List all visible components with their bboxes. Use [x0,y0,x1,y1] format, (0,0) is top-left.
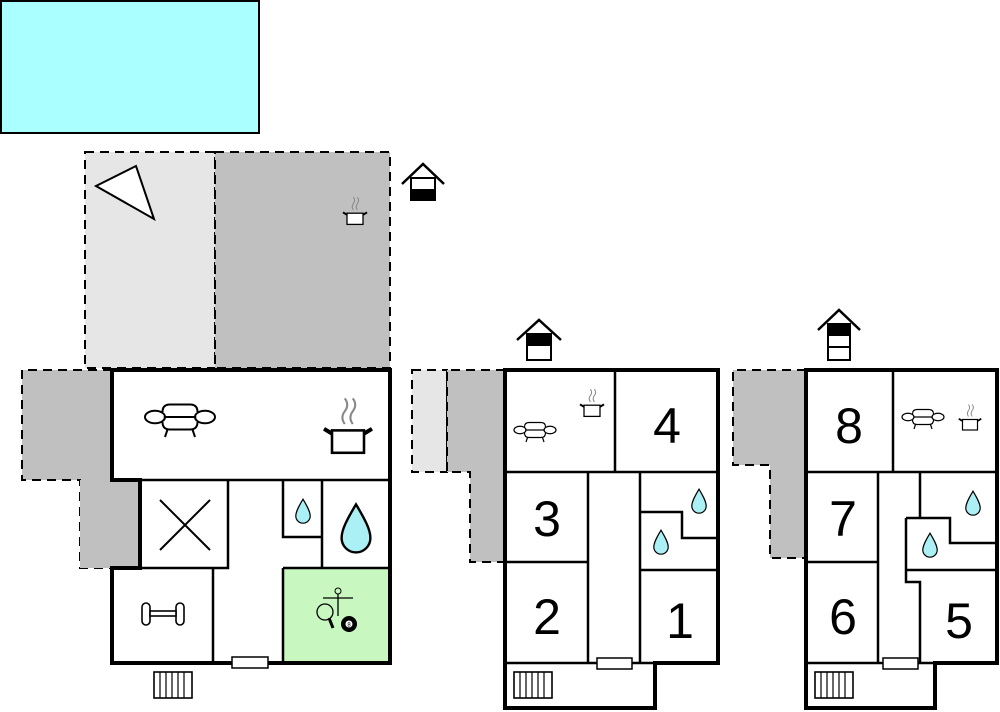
sofa-icon [901,408,945,430]
first-floor: 4 3 2 1 [411,318,720,710]
cooking-pot-icon [578,388,606,418]
water-drop-icon [340,503,372,554]
compass-icon [93,164,156,222]
dumbbell-icon [141,602,185,626]
bedroom-number: 6 [829,589,857,645]
activity-room [283,568,390,663]
water-drop-icon [965,490,981,516]
water-drop-icon [653,529,669,555]
stairs-icon [153,671,193,699]
bedroom-number: 7 [829,491,857,547]
terrace [84,151,391,369]
svg-text:8: 8 [347,623,351,629]
stairs-icon [814,671,854,699]
bedroom-number: 4 [653,398,681,454]
door [882,657,919,670]
bedroom-number: 3 [533,491,561,547]
bedroom-number: 2 [533,589,561,645]
floor-indicator-icon [516,318,562,361]
bedroom-number: 1 [666,593,694,649]
door [596,657,633,670]
sofa-icon [513,421,557,443]
cooking-pot-icon [324,398,372,452]
entrance-door [231,656,269,669]
cooking-pot-icon [957,403,983,431]
water-drop-icon [922,532,938,558]
floor-indicator-icon [817,308,861,361]
bedroom-number: 8 [835,398,863,454]
second-floor: 8 7 6 5 [732,308,999,710]
bedroom-number: 5 [945,593,973,649]
pool [0,0,260,134]
table-tennis-icon [316,603,335,629]
water-drop-icon [295,498,311,524]
sofa-icon [144,403,216,438]
ground-floor: 8 [21,368,392,699]
water-drop-icon [691,488,707,514]
foosball-icon [323,587,353,616]
stairs-icon [513,671,553,699]
floor-indicator-icon [401,162,445,201]
cross-icon [159,499,211,551]
billiard-ball-icon: 8 [341,616,357,632]
